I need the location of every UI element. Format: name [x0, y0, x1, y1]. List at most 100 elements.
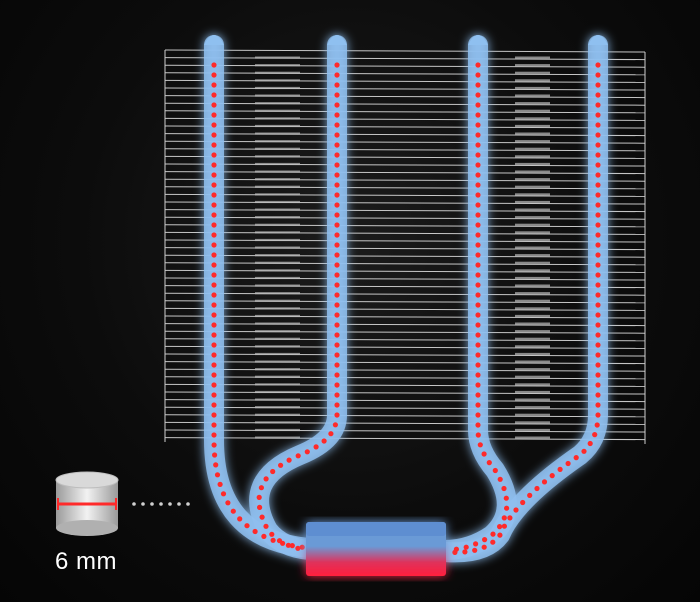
fin-mark: [255, 155, 300, 158]
heat-dot: [211, 242, 217, 248]
heat-dot: [211, 142, 217, 148]
fin-line: [164, 49, 646, 53]
heat-dot: [263, 476, 269, 482]
heat-dot: [211, 312, 217, 318]
fin-mark: [255, 124, 300, 128]
fin-line: [164, 353, 646, 357]
heat-dot: [244, 523, 250, 529]
heat-dot: [220, 491, 227, 497]
fin-mark: [255, 314, 300, 318]
heat-dot: [475, 242, 481, 248]
fin-mark: [515, 375, 550, 378]
fin-mark: [255, 94, 300, 97]
heat-dot: [549, 473, 555, 479]
heat-dot: [475, 102, 481, 108]
fin-mark: [515, 330, 550, 333]
heat-dot: [211, 82, 217, 88]
heat-dot: [452, 549, 458, 556]
heatpipe-cross-section-icon: [55, 471, 119, 536]
fin-mark: [515, 269, 550, 272]
heat-dot: [475, 252, 481, 258]
heat-dot: [475, 182, 481, 188]
fin-line: [164, 391, 646, 395]
heat-dot: [595, 372, 601, 378]
heat-dot: [211, 252, 217, 258]
fin-mark: [255, 368, 300, 371]
fin-mark: [515, 155, 550, 158]
heatpipe-tip: [468, 35, 488, 45]
leader-dot: [132, 502, 136, 506]
heat-dot: [472, 547, 478, 553]
fin-mark: [255, 231, 300, 234]
heat-dot: [513, 507, 519, 513]
heat-dot: [534, 485, 540, 492]
heat-dot: [595, 362, 601, 368]
heat-dot: [211, 192, 217, 198]
heat-dot: [334, 252, 340, 258]
heat-dot: [334, 282, 340, 288]
fin-mark: [515, 117, 550, 120]
leader-dot: [168, 502, 172, 506]
heat-dot: [595, 322, 601, 328]
fin-mark: [255, 178, 300, 181]
fin-mark: [515, 292, 550, 295]
heat-dot: [475, 232, 481, 238]
heat-dot: [497, 524, 503, 530]
heat-dot: [475, 122, 481, 128]
heat-dot: [211, 322, 217, 328]
fin-mark: [515, 124, 550, 128]
heat-dot: [475, 382, 481, 388]
heat-dot: [475, 342, 481, 348]
heat-dot: [214, 472, 221, 478]
fin-mark: [255, 398, 300, 401]
fin-line: [164, 277, 646, 281]
fin-mark: [255, 200, 300, 204]
heat-dot: [334, 312, 340, 318]
heat-dot: [211, 152, 217, 158]
heat-dot: [211, 272, 217, 278]
fin-line: [164, 110, 646, 114]
fin-line: [164, 193, 646, 197]
fin-mark: [515, 79, 550, 82]
fin-mark: [255, 147, 300, 150]
fin-mark: [255, 284, 300, 287]
fin-mark: [255, 352, 300, 356]
fin-mark: [515, 345, 550, 348]
heat-dot: [595, 342, 601, 348]
fin-line: [164, 231, 646, 235]
heat-dot: [334, 202, 340, 208]
heat-dot: [286, 457, 292, 463]
heat-dot: [334, 152, 340, 158]
heat-dot: [334, 192, 340, 198]
fin-mark: [515, 246, 550, 249]
heat-dot: [269, 531, 275, 537]
fin-mark: [255, 132, 300, 135]
fin-mark: [255, 330, 300, 333]
heat-dot: [211, 172, 217, 178]
fin-line: [164, 64, 646, 68]
heat-dot: [334, 382, 340, 388]
heatpipe-inner-left: [249, 35, 347, 560]
fin-mark: [255, 261, 300, 264]
heat-dot: [595, 142, 601, 148]
fin-line: [164, 209, 646, 213]
fin-line: [164, 368, 646, 372]
heat-dot: [501, 485, 507, 492]
heatpipe-tip: [204, 35, 224, 45]
heat-dot: [334, 242, 340, 248]
fin-line: [164, 254, 646, 258]
fin-mark: [255, 383, 300, 386]
leader-dot: [186, 502, 190, 506]
heat-dot: [507, 515, 513, 521]
heat-dot: [595, 292, 601, 298]
heat-dot: [334, 292, 340, 298]
heat-dot: [475, 362, 481, 368]
heat-dot: [270, 468, 276, 475]
heat-dot: [490, 539, 496, 545]
heat-dot: [237, 516, 243, 522]
heat-dot: [299, 544, 305, 550]
fin-line: [164, 216, 646, 220]
fin-mark: [515, 428, 550, 432]
heat-dot: [475, 72, 481, 78]
fin-line: [164, 239, 646, 243]
